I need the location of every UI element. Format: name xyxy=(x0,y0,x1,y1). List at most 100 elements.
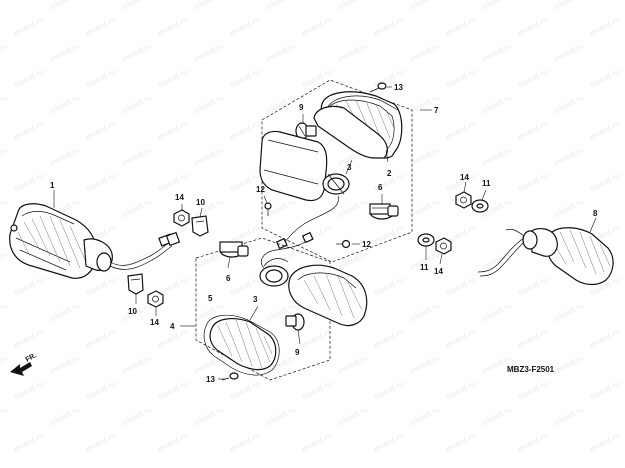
watermark-text: motod.ru xyxy=(481,405,513,428)
watermark-text: motod.ru xyxy=(409,301,441,324)
callout-12-upper: 12 xyxy=(256,185,265,194)
watermark-text: motod.ru xyxy=(13,67,45,90)
watermark-text: motod.ru xyxy=(301,15,333,38)
screw-13-lower xyxy=(221,372,239,381)
watermark-text: motod.ru xyxy=(265,405,297,428)
watermark-text: motod.ru xyxy=(589,119,621,142)
left-turn-signal xyxy=(9,203,181,279)
watermark-text: motod.ru xyxy=(337,249,369,272)
watermark-text: motod.ru xyxy=(337,197,369,220)
watermark-text: motod.ru xyxy=(553,145,585,168)
callouts: 1 14 10 10 14 9 13 7 3 2 6 12 12 6 5 3 4… xyxy=(50,83,598,384)
callout-11-upper-right: 11 xyxy=(482,179,491,188)
watermark-text: motod.ru xyxy=(337,353,369,376)
watermark-text: motod.ru xyxy=(193,0,225,12)
watermark-text: motod.ru xyxy=(553,93,585,116)
watermark-text: motod.ru xyxy=(445,119,477,142)
washer-11-lower-right xyxy=(417,233,435,247)
watermark-text: motod.ru xyxy=(13,275,45,298)
watermark-text: motod.ru xyxy=(13,379,45,402)
leader-lines xyxy=(53,86,597,380)
watermark-text: motod.ru xyxy=(85,431,117,454)
watermark-text: motod.ru xyxy=(229,119,261,142)
callout-10-upper: 10 xyxy=(196,198,205,207)
watermark-text: motod.ru xyxy=(193,145,225,168)
callout-13-upper: 13 xyxy=(394,83,403,92)
watermark-text: motod.ru xyxy=(0,353,9,376)
watermark-text: motod.ru xyxy=(13,431,45,454)
watermark-text: motod.ru xyxy=(13,327,45,350)
watermark-text: motod.ru xyxy=(85,67,117,90)
watermark-text: motod.ru xyxy=(157,379,189,402)
watermark-text: motod.ru xyxy=(157,15,189,38)
watermark-text: motod.ru xyxy=(121,353,153,376)
watermark-text: motod.ru xyxy=(229,67,261,90)
washer-11-upper-right xyxy=(471,199,489,213)
watermark-text: motod.ru xyxy=(121,145,153,168)
callout-9-lower: 9 xyxy=(295,348,300,357)
watermark-text: motod.ru xyxy=(517,431,549,454)
callout-6-upper: 6 xyxy=(378,183,383,192)
watermark-text: motod.ru xyxy=(517,379,549,402)
watermark-text: motod.ru xyxy=(373,327,405,350)
callout-13-lower: 13 xyxy=(206,375,215,384)
watermark-text: motod.ru xyxy=(121,249,153,272)
front-direction-arrow: FR. xyxy=(10,352,38,376)
watermark-text: motod.ru xyxy=(0,145,9,168)
watermark-text: motod.ru xyxy=(409,405,441,428)
watermark-text: motod.ru xyxy=(121,405,153,428)
lower-housing xyxy=(259,258,368,327)
watermark-text: motod.ru xyxy=(553,41,585,64)
watermark-text: motod.ru xyxy=(193,405,225,428)
watermark-text: motod.ru xyxy=(553,197,585,220)
watermark-text: motod.ru xyxy=(517,119,549,142)
watermark-text: motod.ru xyxy=(0,301,9,324)
watermark-text: motod.ru xyxy=(157,67,189,90)
watermark-text: motod.ru xyxy=(85,275,117,298)
watermark-text: motod.ru xyxy=(13,119,45,142)
watermark-text: motod.ru xyxy=(85,171,117,194)
watermark-text: motod.ru xyxy=(373,431,405,454)
watermark-text: motod.ru xyxy=(265,41,297,64)
watermark-text: motod.ru xyxy=(553,353,585,376)
watermark-text: motod.ru xyxy=(121,41,153,64)
lower-bulb xyxy=(285,313,305,331)
watermark-text: motod.ru xyxy=(85,15,117,38)
watermark-text: motod.ru xyxy=(373,15,405,38)
callout-5: 5 xyxy=(208,294,213,303)
watermark-text: motod.ru xyxy=(481,145,513,168)
watermark-text: motod.ru xyxy=(517,171,549,194)
watermark-text: motod.ru xyxy=(229,431,261,454)
upper-socket xyxy=(369,203,399,220)
watermark-text: motod.ru xyxy=(589,67,621,90)
watermark-text: motod.ru xyxy=(0,41,9,64)
watermark-text: motod.ru xyxy=(301,379,333,402)
nut-14-lower-left xyxy=(147,290,164,308)
watermark-text: motod.ru xyxy=(0,0,9,12)
watermark-text: motod.ru xyxy=(0,405,9,428)
watermark-text: motod.ru xyxy=(589,431,621,454)
screw-13-upper xyxy=(369,82,387,93)
watermark-text: motod.ru xyxy=(409,197,441,220)
nut-14-lower-right xyxy=(435,237,452,255)
lower-gasket xyxy=(203,314,280,376)
nut-14-upper-left xyxy=(173,209,190,227)
callout-8: 8 xyxy=(593,209,598,218)
watermark-text: motod.ru xyxy=(481,301,513,324)
watermark-text: motod.ru xyxy=(337,41,369,64)
watermark-text: motod.ru xyxy=(589,171,621,194)
lower-lens xyxy=(209,318,277,371)
watermark-text: motod.ru xyxy=(157,119,189,142)
callout-1: 1 xyxy=(50,181,55,190)
callout-2: 2 xyxy=(387,169,392,178)
watermark-text: motod.ru xyxy=(373,379,405,402)
watermark-text: motod.ru xyxy=(13,15,45,38)
watermark-text: motod.ru xyxy=(337,0,369,12)
watermark-text: motod.ru xyxy=(445,15,477,38)
screw-12-upper xyxy=(264,202,272,216)
watermark-text: motod.ru xyxy=(517,327,549,350)
rubber-mount-10-upper xyxy=(191,215,209,237)
callout-11-lower-right: 11 xyxy=(420,263,429,272)
watermark-text: motod.ru xyxy=(553,0,585,12)
